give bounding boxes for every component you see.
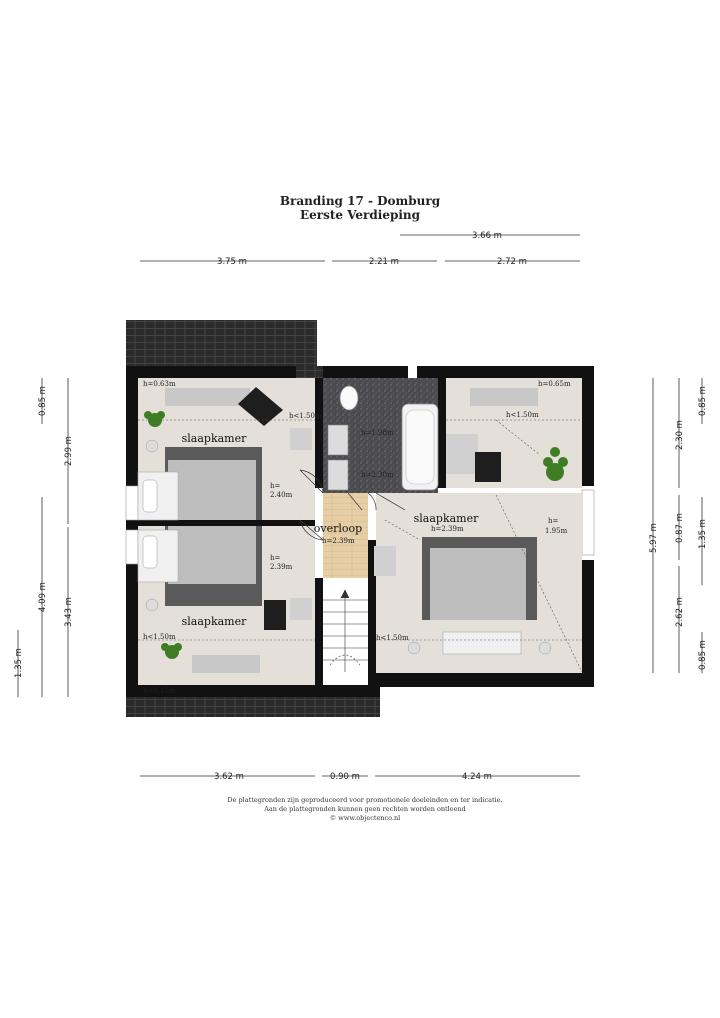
dim-top-3-66: 3.66 m (472, 231, 502, 241)
roof-tiles (126, 320, 380, 717)
staircase (323, 589, 368, 672)
svg-text:1.95m: 1.95m (545, 527, 568, 535)
footer-copyright: © www.objectenco.nl (329, 814, 401, 822)
svg-text:h=0.65m: h=0.65m (538, 380, 571, 388)
svg-text:h<1.50m: h<1.50m (143, 633, 176, 641)
svg-text:h=2.39m: h=2.39m (431, 525, 464, 533)
bathroom (327, 385, 439, 491)
room-labels: slaapkamer slaapkamer slaapkamer overloo… (182, 432, 479, 628)
bedroom-bottom-left-furniture (137, 526, 312, 673)
dimension-labels: 3.66 m 3.75 m 2.21 m 2.72 m 3.62 m 0.90 … (14, 231, 708, 782)
plan-title: Branding 17 - Domburg (279, 194, 441, 208)
svg-text:h<1.50m: h<1.50m (289, 412, 322, 420)
walls (126, 366, 594, 697)
dim-top-2-72: 2.72 m (497, 257, 527, 267)
dim-left-4-09: 4.09 m (38, 582, 48, 612)
bedroom-top-left-furniture (137, 387, 312, 521)
svg-text:h=: h= (270, 554, 281, 562)
dim-right-2-30: 2.30 m (675, 420, 685, 450)
height-annotations: h=0.63m h<1.50m h= 2.40m h=1.98m h=2.30m… (143, 380, 571, 695)
dim-left-2-99: 2.99 m (64, 436, 74, 466)
svg-text:h=0.15m: h=0.15m (143, 687, 176, 695)
dim-right-2-62: 2.62 m (675, 597, 685, 627)
svg-text:h=1.98m: h=1.98m (361, 429, 394, 437)
dim-bottom-0-90: 0.90 m (330, 772, 360, 782)
dim-top-3-75: 3.75 m (217, 257, 247, 267)
dim-top-2-21: 2.21 m (369, 257, 399, 267)
svg-text:h<1.50m: h<1.50m (506, 411, 539, 419)
doors (299, 469, 406, 541)
dim-right-0-87: 0.87 m (675, 513, 685, 543)
dim-left-3-43: 3.43 m (64, 597, 74, 627)
footer-rights: Aan de plattegronden kunnen geen rechten… (264, 805, 466, 813)
windows (125, 485, 595, 565)
floor-name: Eerste Verdieping (299, 208, 421, 222)
dimension-lines (17, 234, 703, 777)
dim-right-1-35: 1.35 m (698, 519, 708, 549)
dim-right-0-85-top: 0.85 m (698, 386, 708, 416)
svg-text:h=: h= (548, 517, 559, 525)
svg-text:h=: h= (270, 482, 281, 490)
dim-bottom-3-62: 3.62 m (214, 772, 244, 782)
slope-lines (138, 419, 582, 641)
label-bedroom-top-left: slaapkamer (182, 432, 247, 445)
dim-left-1-35: 1.35 m (14, 648, 24, 678)
label-bedroom-right: slaapkamer (414, 512, 479, 525)
label-bedroom-bottom-left: slaapkamer (182, 615, 247, 628)
svg-text:h<1.50m: h<1.50m (376, 634, 409, 642)
dim-left-0-85: 0.85 m (38, 386, 48, 416)
dim-right-0-85-bottom: 0.85 m (698, 640, 708, 670)
svg-text:2.40m: 2.40m (270, 491, 293, 499)
dim-right-5-97: 5.97 m (649, 523, 659, 553)
svg-text:h=0.63m: h=0.63m (143, 380, 176, 388)
label-landing: overloop (314, 522, 362, 535)
dim-bottom-4-24: 4.24 m (462, 772, 492, 782)
footer-disclaimer: De plattegronden zijn geproduceerd voor … (227, 796, 503, 804)
svg-text:2.39m: 2.39m (270, 563, 293, 571)
svg-text:h=2.39m: h=2.39m (322, 537, 355, 545)
bedroom-right-furniture (374, 388, 583, 673)
svg-text:h=2.30m: h=2.30m (361, 471, 394, 479)
